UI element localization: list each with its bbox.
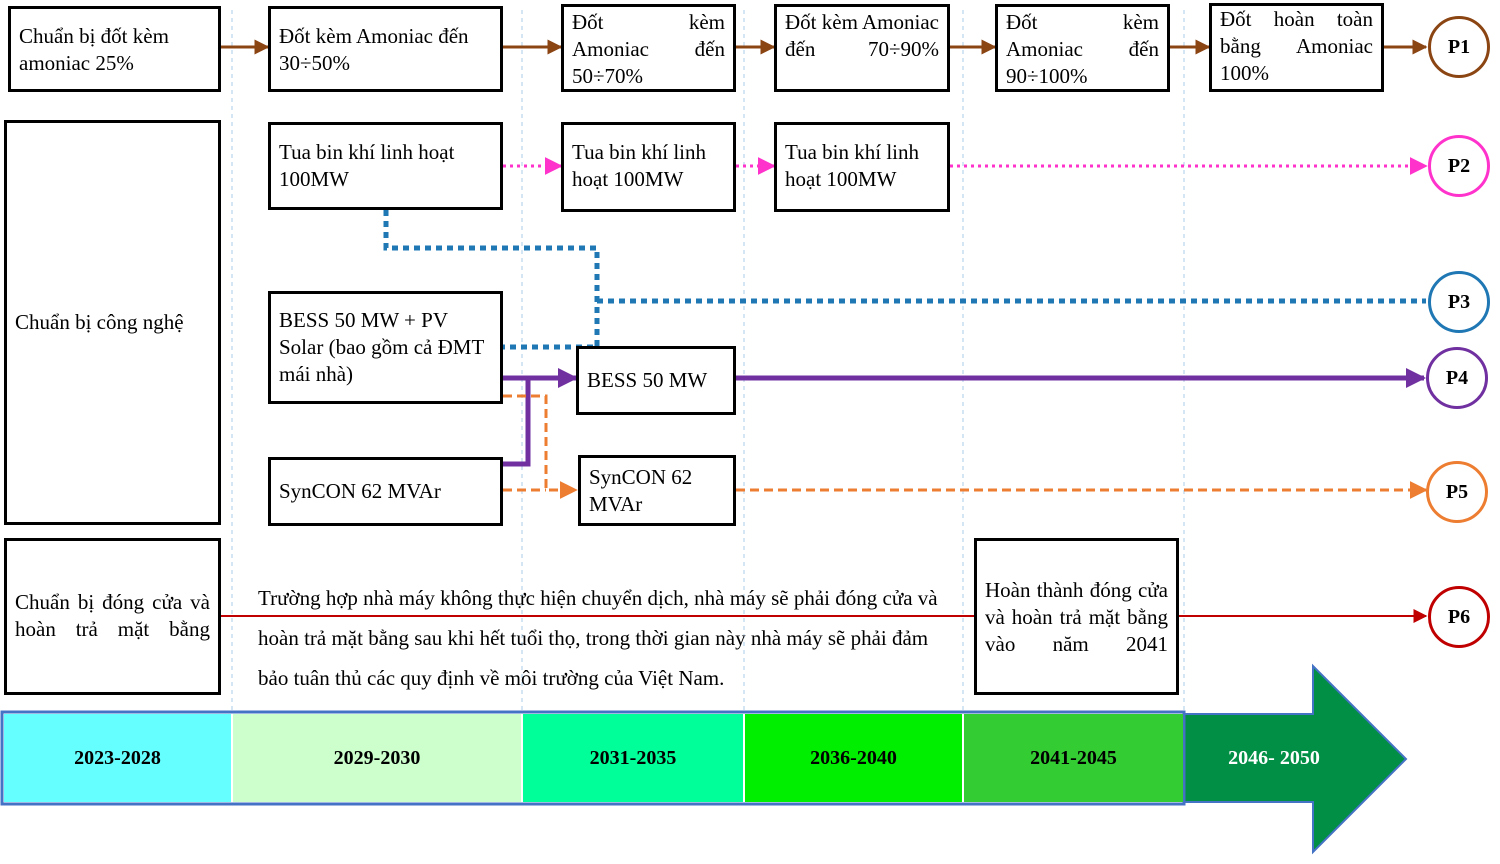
- p4-connectors: [503, 368, 1426, 467]
- pathway-p5-circle: P5: [1426, 461, 1488, 523]
- period-separators: [231, 10, 1185, 712]
- bess-pv-box: BESS 50 MW + PV Solar (bao gồm cả ĐMT má…: [268, 291, 503, 404]
- row-label-closure-text: Chuẩn bị đóng cửa và hoàn trả mặt bằng: [15, 590, 210, 641]
- row-label-closure: Chuẩn bị đóng cửa và hoàn trả mặt bằng: [4, 538, 221, 695]
- pathway-p6-circle: P6: [1428, 586, 1490, 648]
- p1-step-2: Đốt kèm Amoniac đến 50÷70%: [561, 4, 736, 92]
- pathway-p3-circle: P3: [1428, 271, 1490, 333]
- p2-step-1: Tua bin khí linh hoạt 100MW: [268, 122, 503, 210]
- closing-box: Hoàn thành đóng cửa và hoàn trả mặt bằng…: [974, 538, 1179, 695]
- row-label-p1: Chuẩn bị đốt kèm amoniac 25%: [8, 6, 221, 92]
- p3-connectors: [383, 210, 1426, 350]
- period-2029-2030: 2029-2030: [233, 714, 521, 802]
- pathway-p2-circle: P2: [1428, 135, 1490, 197]
- p2-step-3: Tua bin khí linh hoạt 100MW: [774, 122, 950, 212]
- syncon-box-a: SynCON 62 MVAr: [268, 457, 503, 526]
- closing-note: Trường hợp nhà máy không thực hiện chuyể…: [258, 586, 938, 690]
- p1-step-4: Đốt kèm Amoniac đến 90÷100%: [995, 4, 1170, 92]
- bess-box: BESS 50 MW: [576, 346, 736, 415]
- p2-step-2: Tua bin khí linh hoạt 100MW: [561, 122, 736, 212]
- pathway-p1-circle: P1: [1428, 16, 1490, 78]
- period-2036-2040: 2036-2040: [745, 714, 962, 802]
- p1-step-3: Đốt kèm Amoniac đến 70÷90%: [774, 4, 950, 92]
- pathway-p4-circle: P4: [1426, 347, 1488, 409]
- p5-connectors: [503, 394, 1428, 499]
- p1-step-1: Đốt kèm Amoniac đến 30÷50%: [268, 6, 503, 92]
- period-2023-2028: 2023-2028: [4, 714, 231, 802]
- period-2046-2050: 2046- 2050: [1228, 746, 1320, 769]
- period-2041-2045: 2041-2045: [964, 714, 1183, 802]
- timeline-arrow-shape: [0, 663, 1408, 855]
- row-label-technology-text: Chuẩn bị công nghệ: [15, 310, 184, 334]
- syncon-box-b: SynCON 62 MVAr: [578, 455, 736, 526]
- period-2031-2035: 2031-2035: [523, 714, 743, 802]
- row-label-technology: Chuẩn bị công nghệ: [4, 120, 221, 525]
- p1-step-5: Đốt hoàn toàn bằng Amoniac 100%: [1209, 3, 1384, 92]
